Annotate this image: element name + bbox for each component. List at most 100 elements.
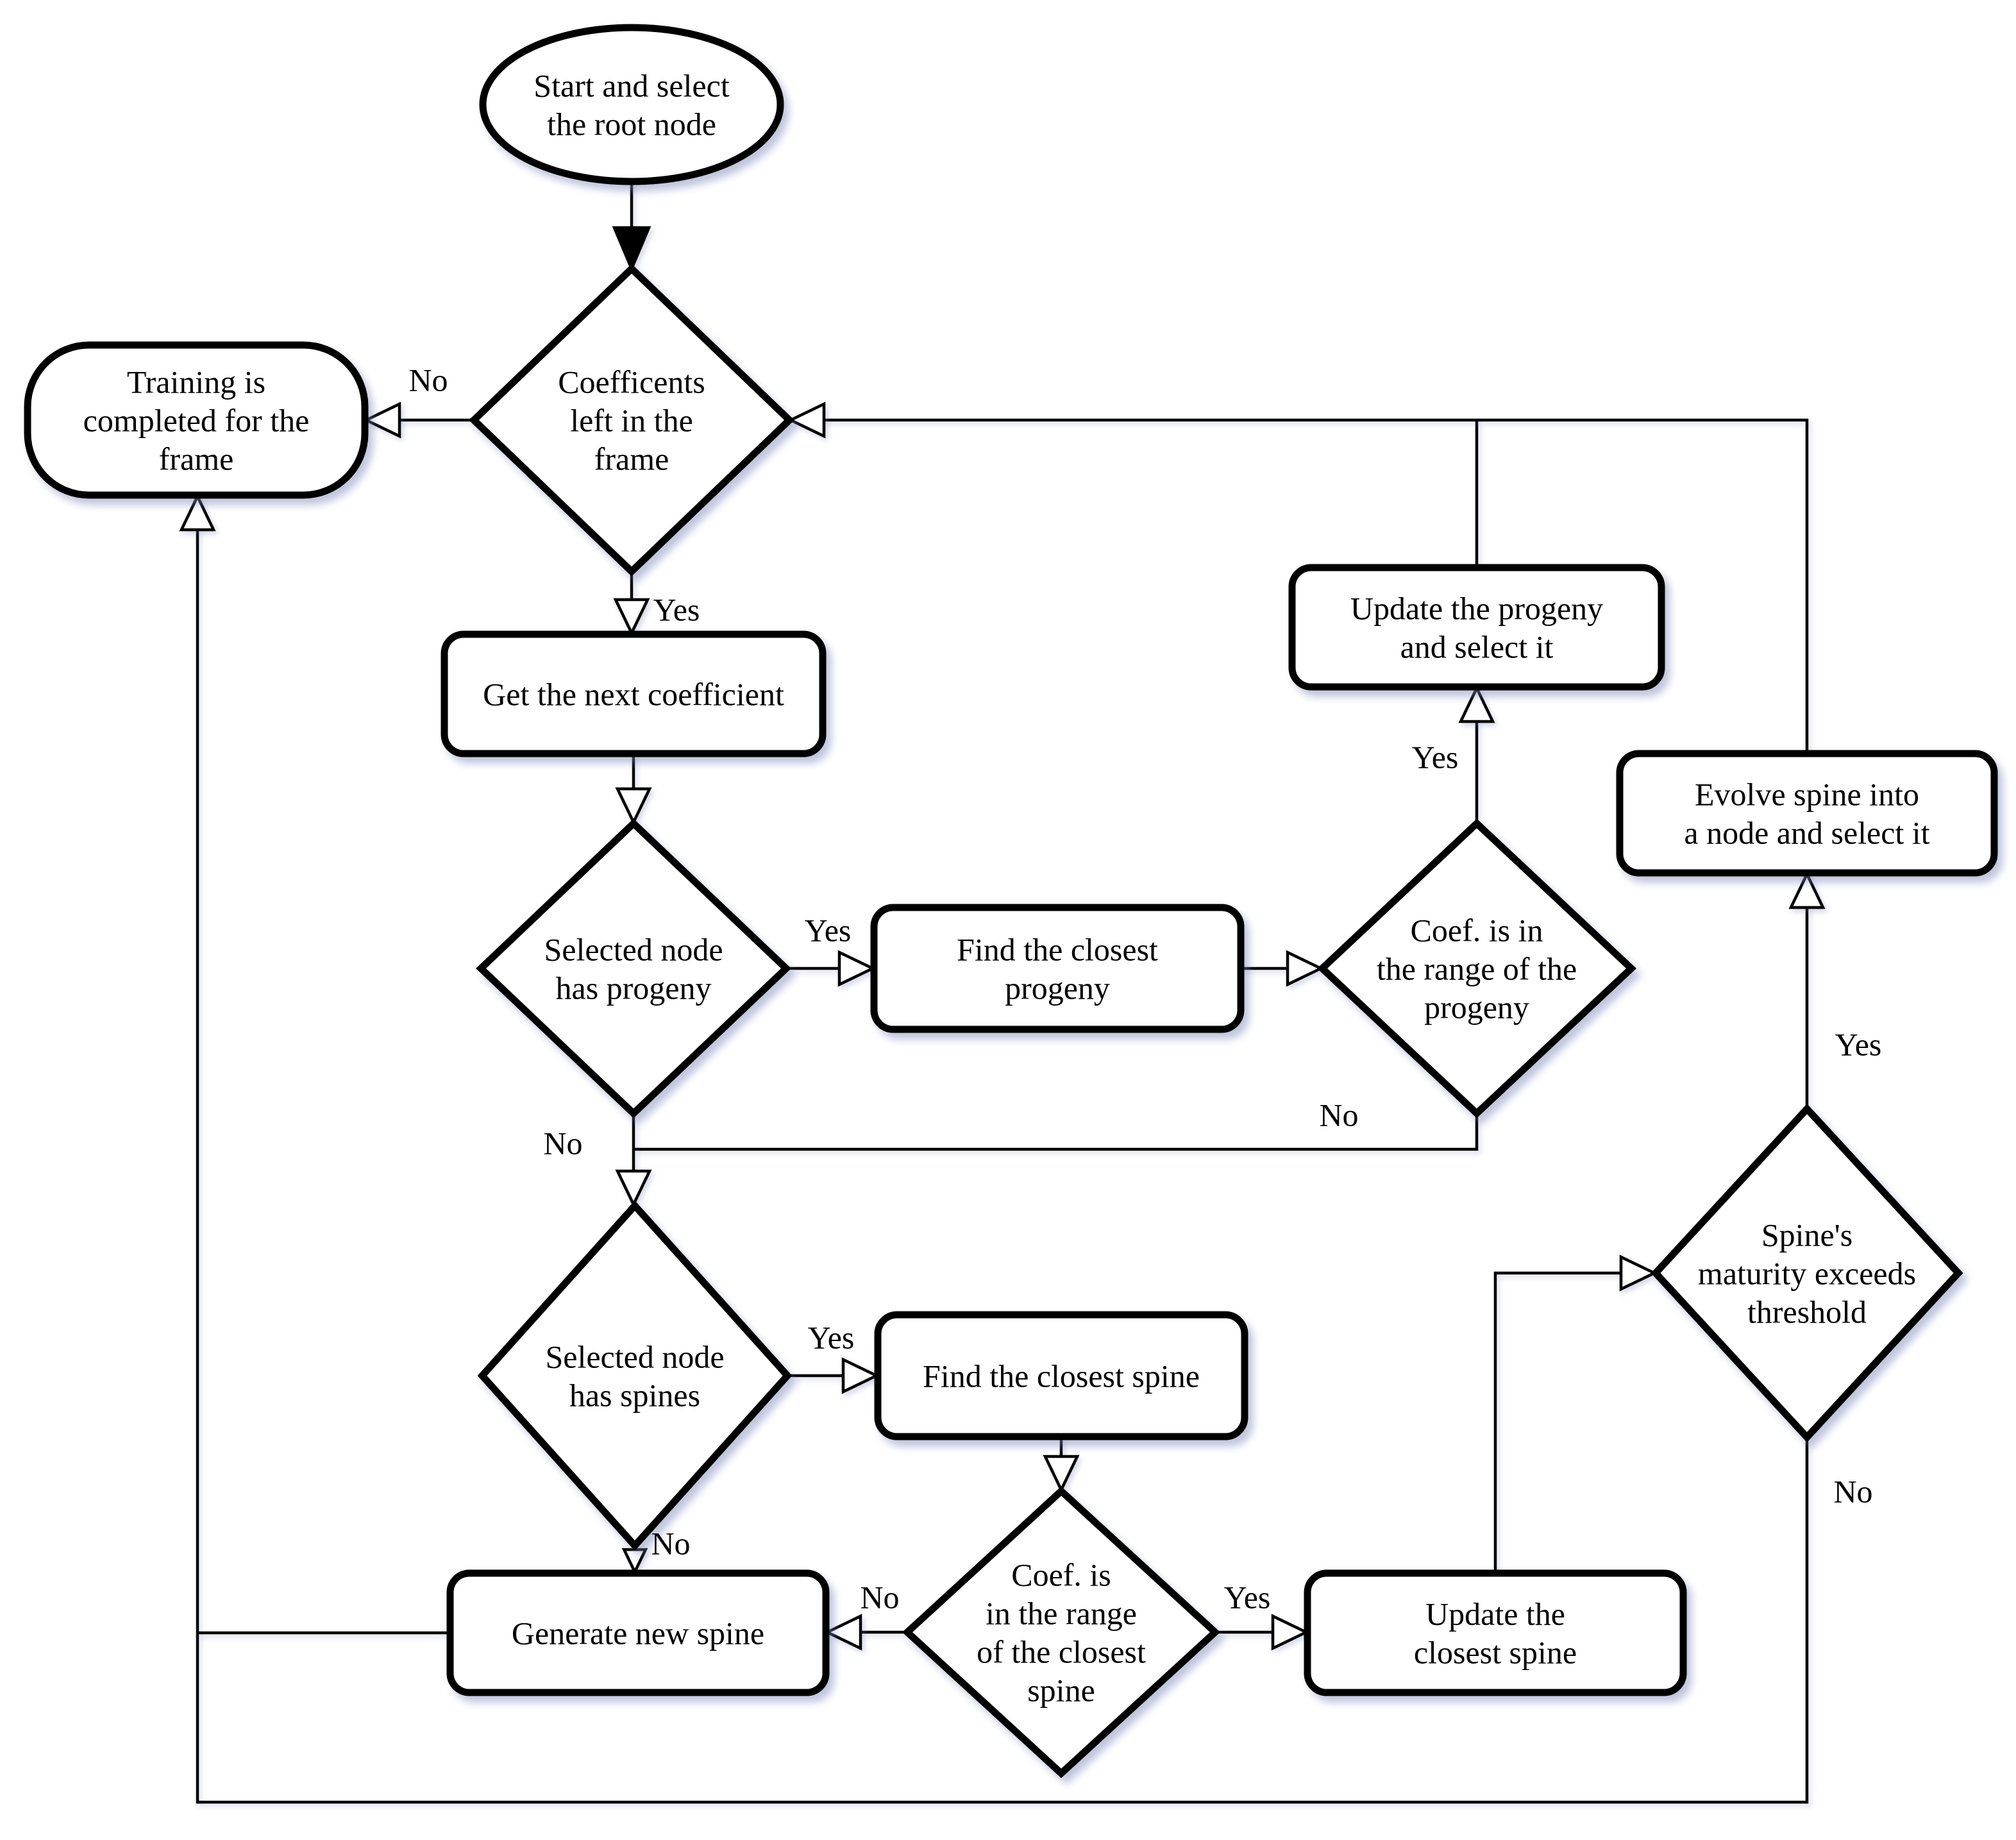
coef-in-spine-range-decision-label: in the range <box>986 1596 1137 1632</box>
node-coef-in-progeny-range-decision <box>1316 818 1637 1118</box>
coefficients-left-decision-shape <box>469 264 794 577</box>
arrowhead-open-icon <box>615 787 652 826</box>
coef-in-spine-range-decision-label: Coef. is <box>1011 1557 1111 1593</box>
arrowhead-open-icon <box>823 1614 862 1651</box>
coef-in-spine-range-decision-label: spine <box>1027 1673 1095 1709</box>
node-find-closest-spine-process <box>874 1311 1248 1440</box>
arrowhead-open-icon <box>1286 950 1325 987</box>
spine-maturity-decision-shape <box>1651 1103 1963 1443</box>
edge-label-no-d5-no-to-gen: No <box>651 1526 690 1562</box>
has-spines-decision-label: has spines <box>569 1378 700 1414</box>
edge-ucs-to-d4 <box>1493 1271 1623 1573</box>
evolve-spine-process-label: Evolve spine into <box>1695 777 1919 813</box>
start-terminator-shape <box>479 24 784 185</box>
coefficients-left-decision-label: frame <box>594 441 669 477</box>
arrowhead-open-icon <box>837 950 877 987</box>
has-progeny-decision-label: Selected node <box>544 932 723 968</box>
find-closest-spine-process-label: Find the closest spine <box>923 1358 1200 1394</box>
node-find-closest-progeny-process <box>870 904 1245 1033</box>
has-spines-decision-shape <box>477 1200 793 1551</box>
coef-in-progeny-range-decision-label: Coef. is in <box>1411 913 1543 949</box>
nodes-layer <box>24 24 1998 1778</box>
training-completed-terminator-label: frame <box>159 441 234 477</box>
coef-in-progeny-range-decision-shape <box>1316 818 1637 1118</box>
spine-maturity-decision-label: threshold <box>1747 1294 1867 1330</box>
has-progeny-decision-shape <box>476 818 791 1118</box>
arrowhead-open-icon <box>1619 1254 1658 1292</box>
evolve-spine-process-label: a node and select it <box>1684 815 1929 851</box>
node-coef-in-spine-range-decision <box>902 1486 1221 1778</box>
edge-label-yes-d4-yes-to-evo: Yes <box>1835 1027 1882 1063</box>
arrowhead-open-icon <box>179 493 216 532</box>
edge-label-no-d3-no-join: No <box>1319 1097 1358 1133</box>
edge-d3-no-join <box>634 1113 1479 1151</box>
update-closest-spine-process-label: closest spine <box>1414 1635 1577 1671</box>
update-progeny-process-shape <box>1288 564 1665 691</box>
arrowhead-open-icon <box>613 598 650 637</box>
edge-label-no-d4-no-to-t1: No <box>1833 1474 1872 1510</box>
training-completed-terminator-label: Training is <box>127 364 265 400</box>
edge-label-yes-d2-yes-to-fcp: Yes <box>805 913 852 949</box>
find-closest-progeny-process-label: Find the closest <box>957 932 1158 968</box>
find-closest-progeny-process-label: progeny <box>1005 970 1110 1006</box>
get-next-coefficient-process-shape <box>441 630 827 757</box>
node-start-terminator <box>479 24 784 185</box>
get-next-coefficient-process-label: Get the next coefficient <box>483 677 784 713</box>
arrowhead-open-icon <box>1043 1455 1080 1494</box>
edge-d4-no-to-t1 <box>196 528 1809 1804</box>
node-update-closest-spine-process <box>1304 1569 1687 1696</box>
arrowhead-open-icon <box>621 1548 648 1576</box>
evolve-spine-process-shape <box>1616 750 1998 877</box>
generate-new-spine-process-label: Generate new spine <box>512 1616 764 1651</box>
training-completed-terminator-label: completed for the <box>83 403 310 439</box>
update-closest-spine-process-shape <box>1304 1569 1687 1696</box>
update-progeny-process-label: Update the progeny <box>1350 591 1603 627</box>
edge-label-yes-d6-yes-to-ucs: Yes <box>1224 1580 1271 1616</box>
coef-in-spine-range-decision-shape <box>902 1486 1221 1778</box>
arrowhead-open-icon <box>787 401 826 439</box>
coef-in-progeny-range-decision-label: progeny <box>1424 990 1529 1026</box>
start-terminator-label: the root node <box>547 106 716 142</box>
node-update-progeny-process <box>1288 564 1665 691</box>
arrowhead-open-icon <box>1458 684 1495 723</box>
node-has-progeny-decision <box>476 818 791 1118</box>
coefficients-left-decision-label: Coefficents <box>558 364 705 400</box>
arrowhead-solid-icon <box>612 226 651 273</box>
has-progeny-decision-label: has progeny <box>556 970 712 1006</box>
edge-evo-to-d1-return <box>822 418 1809 754</box>
has-spines-decision-label: Selected node <box>545 1339 724 1375</box>
edge-label-no-d2-no-to-d5: No <box>543 1126 582 1161</box>
edge-label-yes-d5-yes-to-fcs: Yes <box>808 1320 855 1356</box>
training-completed-terminator-shape <box>24 341 369 499</box>
node-evolve-spine-process <box>1616 750 1998 877</box>
node-generate-new-spine-process <box>446 1569 830 1696</box>
start-terminator-label: Start and select <box>533 68 730 104</box>
coef-in-spine-range-decision-label: of the closest <box>977 1634 1146 1670</box>
coef-in-progeny-range-decision-label: the range of the <box>1377 951 1577 987</box>
edges-layer <box>179 181 1826 1804</box>
node-has-spines-decision <box>477 1200 793 1551</box>
node-coefficients-left-decision <box>469 264 794 577</box>
arrowhead-open-icon <box>841 1357 880 1394</box>
update-closest-spine-process-label: Update the <box>1425 1596 1565 1632</box>
spine-maturity-decision-label: Spine's <box>1761 1217 1852 1253</box>
arrowhead-open-icon <box>615 1169 652 1208</box>
find-closest-progeny-process-shape <box>870 904 1245 1033</box>
arrowhead-open-icon <box>1788 870 1826 909</box>
coefficients-left-decision-label: left in the <box>570 403 693 439</box>
generate-new-spine-process-shape <box>446 1569 830 1696</box>
node-get-next-coefficient-process <box>441 630 827 757</box>
arrowhead-open-icon <box>362 401 401 439</box>
node-spine-maturity-decision <box>1651 1103 1963 1443</box>
find-closest-spine-process-shape <box>874 1311 1248 1440</box>
edge-label-yes-d1-yes-to-get: Yes <box>653 592 700 628</box>
node-training-completed-terminator <box>24 341 369 499</box>
edge-label-yes-d3-yes-to-upd: Yes <box>1412 739 1459 775</box>
arrowhead-open-icon <box>1271 1614 1310 1651</box>
spine-maturity-decision-label: maturity exceeds <box>1698 1256 1916 1292</box>
edge-label-no-d1-no-to-t1: No <box>408 362 448 398</box>
update-progeny-process-label: and select it <box>1400 629 1554 665</box>
